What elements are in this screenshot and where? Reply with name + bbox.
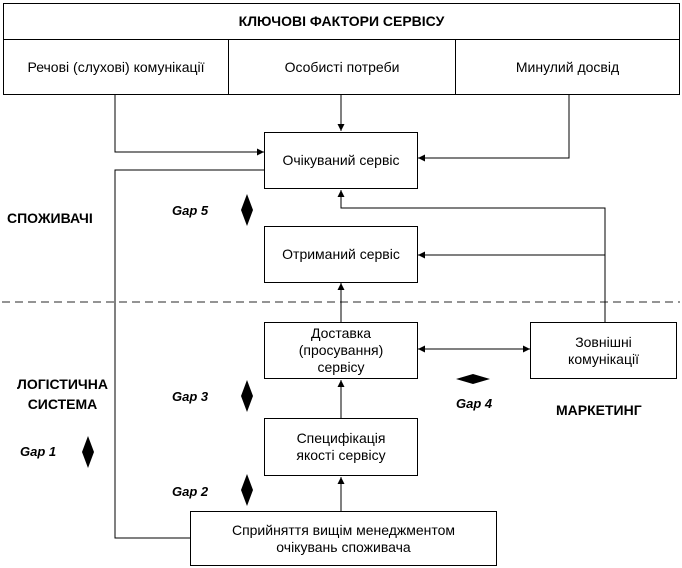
- gap2-marker: [241, 474, 253, 506]
- arrow-expected-to-perception: [114, 169, 264, 539]
- external-communications-box: Зовнішні комунікації: [530, 322, 677, 379]
- spec-box: Специфікація якості сервісу: [264, 418, 418, 476]
- expected-service-box: Очікуваний сервіс: [264, 132, 418, 189]
- perception-box: Сприйняття вищім менеджментом очікувань …: [190, 511, 497, 566]
- zone-marketing: МАРКЕТИНГ: [556, 402, 642, 418]
- zone-consumers: СПОЖИВАЧІ: [7, 210, 93, 226]
- gap3-label: Gap 3: [172, 389, 209, 404]
- gap1-marker: [82, 436, 94, 468]
- arrow-external-to-expected: [337, 190, 606, 322]
- gap4-label: Gap 4: [456, 396, 493, 411]
- gap3-marker: [241, 380, 253, 412]
- gap2-label: Gap 2: [172, 484, 209, 499]
- key-factors-header: КЛЮЧОВІ ФАКТОРИ СЕРВІСУ Речові (слухові)…: [3, 3, 680, 95]
- zone-logistic: ЛОГІСТИЧНА СИСТЕМА: [17, 376, 108, 412]
- factor-needs: Особисті потреби: [229, 40, 456, 94]
- gap5-label: Gap 5: [172, 203, 209, 218]
- delivery-box: Доставка (просування) сервісу: [264, 322, 418, 379]
- gap1-label: Gap 1: [20, 444, 57, 459]
- gap5-marker: [241, 194, 253, 226]
- gap4-marker: [456, 374, 490, 384]
- factor-verbal: Речові (слухові) комунікації: [4, 40, 229, 94]
- arrow-experience-to-expected: [418, 95, 570, 162]
- arrow-verbal-to-expected: [114, 95, 264, 156]
- received-service-box: Отриманий сервіс: [264, 226, 418, 283]
- key-factors-title: КЛЮЧОВІ ФАКТОРИ СЕРВІСУ: [4, 4, 679, 40]
- factor-experience: Минулий досвід: [515, 58, 620, 75]
